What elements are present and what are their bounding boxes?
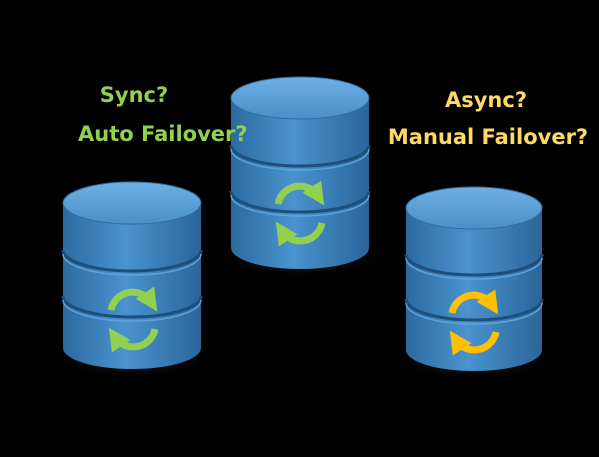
auto-failover-question-label: Auto Failover? — [78, 122, 248, 146]
async-question-label: Async? — [444, 88, 528, 112]
database-right-band-1 — [404, 253, 544, 277]
database-left-band-2-hl — [62, 299, 202, 322]
database-right-band-2 — [404, 298, 544, 322]
sync-arrows-icon — [107, 286, 159, 353]
database-center — [214, 76, 386, 278]
database-right — [389, 186, 559, 380]
database-left — [47, 181, 217, 378]
database-right-body — [406, 208, 542, 371]
sync-arrows-icon — [448, 289, 500, 356]
database-center-top — [230, 76, 370, 120]
database-center-band-2 — [229, 190, 371, 214]
database-left-band-1-hl — [62, 253, 202, 276]
database-right-band-2-hl — [405, 302, 543, 325]
database-right-top — [405, 186, 543, 230]
database-left-body — [63, 203, 201, 369]
database-left-band-2 — [61, 295, 203, 319]
database-left-band-1 — [61, 249, 203, 273]
database-center-band-2-hl — [230, 194, 370, 217]
database-center-band-1-hl — [230, 148, 370, 171]
database-center-band-1 — [229, 144, 371, 168]
sync-question-label: Sync? — [99, 83, 169, 107]
database-right-band-1-hl — [405, 257, 543, 280]
manual-failover-question-label: Manual Failover? — [387, 125, 589, 149]
sync-arrows-icon — [274, 180, 326, 247]
database-left-top — [62, 181, 202, 225]
